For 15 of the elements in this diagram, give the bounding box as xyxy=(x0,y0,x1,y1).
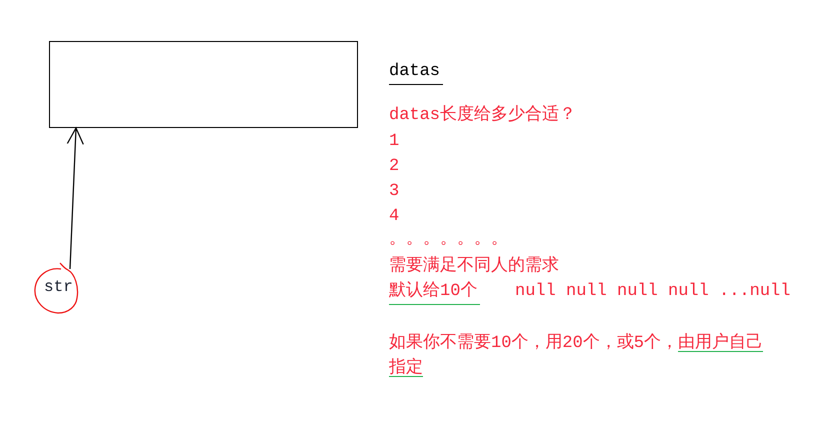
list-number: 3 xyxy=(389,182,400,202)
note-text: 默认给10个 xyxy=(389,282,480,305)
ellipsis-text: 。。。。。。。 xyxy=(389,230,508,250)
node-label: str xyxy=(44,278,73,296)
note-text: 如果你不需要10个，用20个，或5个，由用户自己指定 xyxy=(389,332,764,380)
note-text: null null null null ...null xyxy=(515,282,790,302)
list-number: 4 xyxy=(389,207,400,227)
note-text: 需要满足不同人的需求 xyxy=(389,257,559,277)
heading-text: datas xyxy=(389,62,444,85)
list-number: 2 xyxy=(389,157,400,177)
arrow xyxy=(66,127,84,270)
question-text: datas长度给多少合适？ xyxy=(389,106,576,126)
empty-rectangle xyxy=(49,41,358,128)
circled-label xyxy=(34,262,80,314)
list-number: 1 xyxy=(389,132,400,152)
